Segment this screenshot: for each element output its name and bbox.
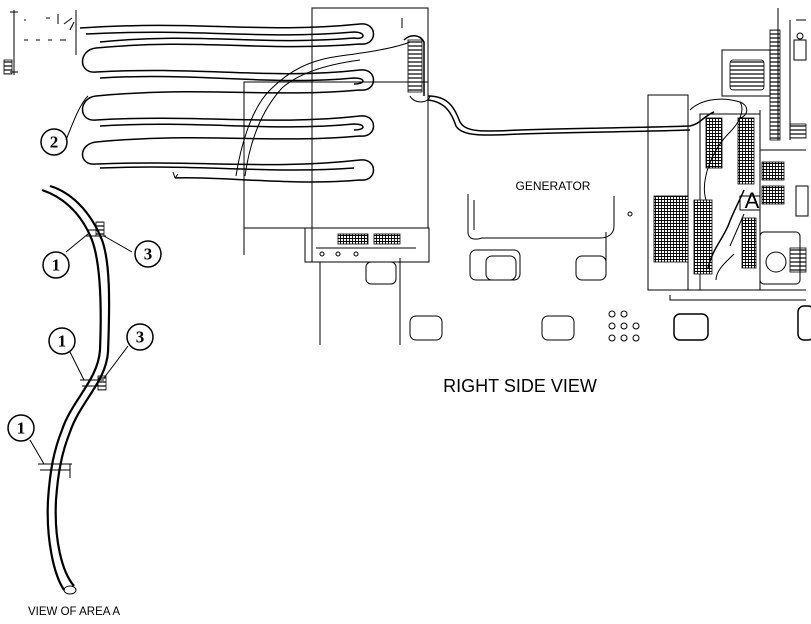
- top-left-bracket: [3, 10, 77, 75]
- callout-1-bottom-label: 1: [17, 419, 26, 438]
- leader-lines: [29, 95, 745, 465]
- callout-3-middle: 3: [126, 323, 154, 351]
- area-a-detail-cable: [38, 184, 111, 595]
- callout-3-top-label: 3: [144, 245, 153, 264]
- callout-3-top: 3: [134, 240, 162, 268]
- callout-1-middle: 1: [48, 327, 76, 355]
- callout-1-middle-label: 1: [58, 332, 67, 351]
- area-a-marker: A: [745, 188, 760, 213]
- callout-2-label: 2: [50, 133, 59, 152]
- callout-1-bottom: 1: [7, 414, 35, 442]
- harness-cable: [427, 95, 715, 136]
- view-of-area-a-title: VIEW OF AREA A: [28, 606, 120, 618]
- right-side-view-title: RIGHT SIDE VIEW: [443, 376, 597, 396]
- callout-3-middle-label: 3: [136, 328, 145, 347]
- callout-1-top: 1: [42, 251, 70, 279]
- generator-label: GENERATOR: [516, 179, 591, 193]
- generator-block: [365, 194, 811, 345]
- callout-1-top-label: 1: [52, 256, 61, 275]
- cabinet-panels: [243, 7, 431, 345]
- callout-2: 2: [40, 128, 68, 156]
- coiled-cable: [79, 23, 411, 183]
- engine-assembly: [647, 8, 809, 301]
